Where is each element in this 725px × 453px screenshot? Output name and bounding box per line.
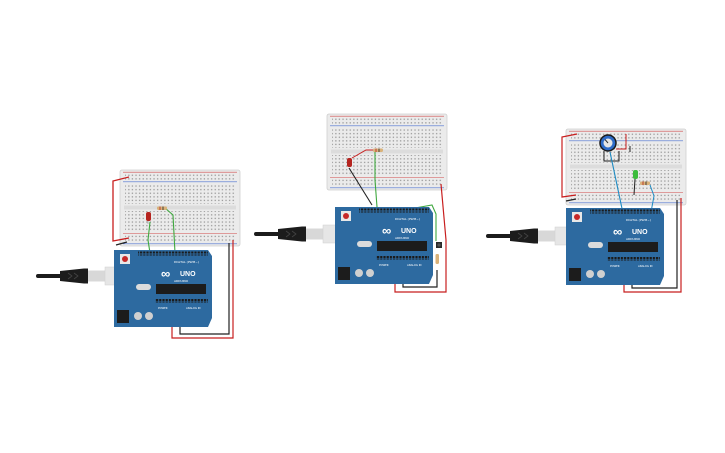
- resistor[interactable]: [640, 181, 650, 186]
- analog-label: ANALOG IN: [638, 264, 652, 268]
- wire-green[interactable]: [414, 204, 437, 241]
- led-red[interactable]: [146, 212, 151, 221]
- usb-cable[interactable]: [486, 225, 579, 247]
- arduino-uno[interactable]: ∞ UNO DIGITAL (PWM~) ARDUINO POWER ANALO…: [335, 207, 433, 284]
- wire-green[interactable]: [147, 221, 151, 254]
- breadboard[interactable]: [326, 113, 448, 191]
- wire-red[interactable]: [561, 133, 578, 198]
- power-label: POWER: [610, 264, 620, 268]
- wire-red[interactable]: [623, 198, 682, 293]
- circuit-1[interactable]: ∞ UNO DIGITAL (PWM~) ARDUINO POWER ANALO…: [36, 169, 241, 339]
- wire-red[interactable]: [351, 149, 373, 159]
- digital-label: DIGITAL (PWM~): [174, 260, 199, 264]
- brand-label: ARDUINO: [395, 236, 410, 240]
- led-green[interactable]: [633, 170, 638, 179]
- wire-red[interactable]: [171, 240, 234, 339]
- analog-label: ANALOG IN: [186, 306, 200, 310]
- led-red[interactable]: [347, 158, 352, 167]
- power-label: POWER: [379, 263, 389, 267]
- wire-black[interactable]: [631, 200, 678, 289]
- wire-black[interactable]: [402, 270, 438, 288]
- potentiometer[interactable]: [599, 134, 617, 152]
- wire-green[interactable]: [164, 207, 176, 254]
- wire-green[interactable]: [374, 152, 378, 208]
- arduino-uno[interactable]: ∞ UNO DIGITAL (PWM~) ARDUINO POWER ANALO…: [566, 208, 664, 285]
- usb-cable[interactable]: [36, 265, 129, 287]
- resistor[interactable]: [435, 254, 440, 264]
- wire-red[interactable]: [394, 183, 447, 293]
- wire-red[interactable]: [616, 134, 627, 150]
- digital-label: DIGITAL (PWM~): [626, 218, 651, 222]
- arduino-uno[interactable]: ∞ UNO DIGITAL (PWM~) ARDUINO POWER ANALO…: [114, 250, 212, 327]
- brand-label: ARDUINO: [174, 279, 189, 283]
- circuit-3[interactable]: ∞ UNO DIGITAL (PWM~) ARDUINO POWER ANALO…: [486, 128, 687, 293]
- usb-cable[interactable]: [254, 223, 347, 245]
- board-model-label: UNO: [401, 228, 417, 235]
- power-label: POWER: [158, 306, 168, 310]
- brand-label: ARDUINO: [626, 237, 641, 241]
- wire-black[interactable]: [115, 241, 128, 246]
- analog-label: ANALOG IN: [407, 263, 421, 267]
- wire-black[interactable]: [565, 198, 577, 202]
- resistor[interactable]: [157, 206, 167, 211]
- arduino-logo: ∞: [382, 223, 391, 238]
- board-model-label: UNO: [632, 229, 648, 236]
- arduino-logo: ∞: [613, 224, 622, 239]
- breadboard[interactable]: [119, 169, 241, 247]
- digital-label: DIGITAL (PWM~): [395, 217, 420, 221]
- resistor[interactable]: [373, 148, 383, 153]
- arduino-logo: ∞: [161, 266, 170, 281]
- wire-blue[interactable]: [649, 184, 655, 213]
- wire-red[interactable]: [112, 176, 130, 242]
- circuit-2[interactable]: ∞ UNO DIGITAL (PWM~) ARDUINO POWER ANALO…: [254, 113, 448, 293]
- wire-black[interactable]: [348, 167, 373, 206]
- board-model-label: UNO: [180, 271, 196, 278]
